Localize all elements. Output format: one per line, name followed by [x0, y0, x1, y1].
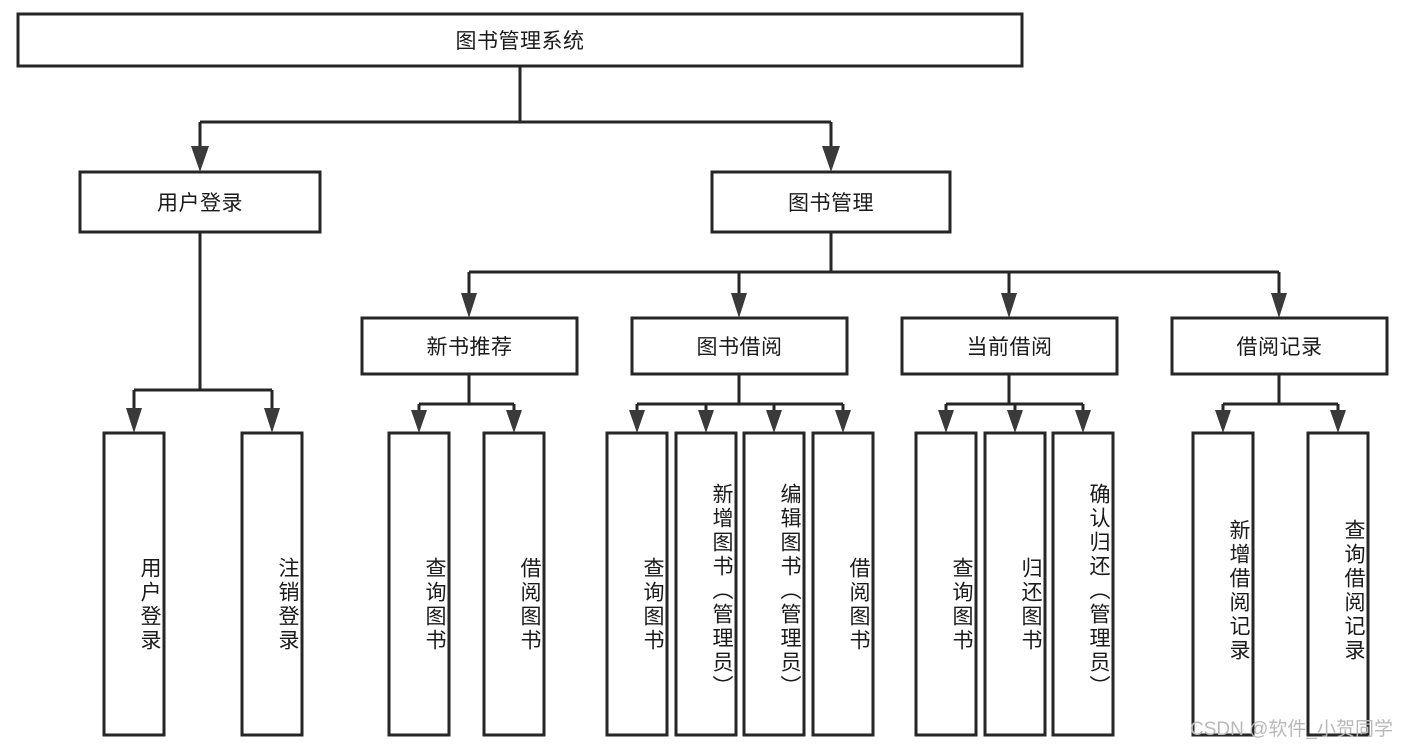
node-box-root[interactable] [16, 12, 1024, 68]
arrowhead-leaf-add-borrow-record [1215, 410, 1231, 433]
arrowhead-new-book-recommend [461, 293, 477, 318]
node-box-leaf-logout-login[interactable] [240, 431, 304, 737]
arrowhead-borrow-record [1271, 293, 1287, 318]
node-box-leaf-borrow-book-1[interactable] [482, 431, 546, 737]
arrowhead-leaf-borrow-book-2 [835, 410, 851, 433]
arrowhead-leaf-query-book-1 [411, 410, 427, 433]
arrowhead-leaf-logout-login [264, 408, 280, 433]
node-box-leaf-edit-book-admin[interactable] [742, 431, 806, 737]
node-box-leaf-query-book-1[interactable] [387, 431, 451, 737]
node-box-leaf-return-book[interactable] [983, 431, 1047, 737]
arrowhead-leaf-edit-book-admin [766, 410, 782, 433]
arrowhead-leaf-borrow-book-1 [506, 410, 522, 433]
arrowhead-leaf-confirm-return-admin [1075, 410, 1091, 433]
arrowhead-user-login [191, 146, 209, 172]
node-box-leaf-user-login[interactable] [102, 431, 166, 737]
node-box-leaf-borrow-book-2[interactable] [811, 431, 875, 737]
node-box-book-manage[interactable] [710, 170, 952, 234]
node-box-new-book-recommend[interactable] [360, 316, 579, 376]
arrowhead-leaf-query-book-3 [938, 410, 954, 433]
node-box-leaf-query-book-3[interactable] [914, 431, 978, 737]
arrowhead-leaf-add-book-admin [698, 410, 714, 433]
watermark-text: CSDN @软件_小贺同学 [1190, 719, 1393, 740]
node-box-leaf-add-borrow-record[interactable] [1191, 431, 1255, 737]
arrowhead-leaf-query-book-2 [629, 410, 645, 433]
arrowhead-leaf-return-book [1007, 410, 1023, 433]
arrowhead-leaf-query-borrow-record [1330, 410, 1346, 433]
arrowhead-leaf-user-login [126, 408, 142, 433]
node-box-leaf-confirm-return-admin[interactable] [1051, 431, 1115, 737]
arrowhead-book-borrow [731, 293, 747, 318]
node-box-current-borrow[interactable] [900, 316, 1119, 376]
node-box-leaf-query-borrow-record[interactable] [1306, 431, 1370, 737]
node-box-book-borrow[interactable] [630, 316, 849, 376]
node-box-leaf-add-book-admin[interactable] [674, 431, 738, 737]
arrowhead-book-manage [822, 146, 840, 172]
arrowhead-current-borrow [1001, 293, 1017, 318]
node-box-leaf-query-book-2[interactable] [605, 431, 669, 737]
node-box-borrow-record[interactable] [1170, 316, 1389, 376]
node-box-user-login[interactable] [78, 170, 322, 234]
